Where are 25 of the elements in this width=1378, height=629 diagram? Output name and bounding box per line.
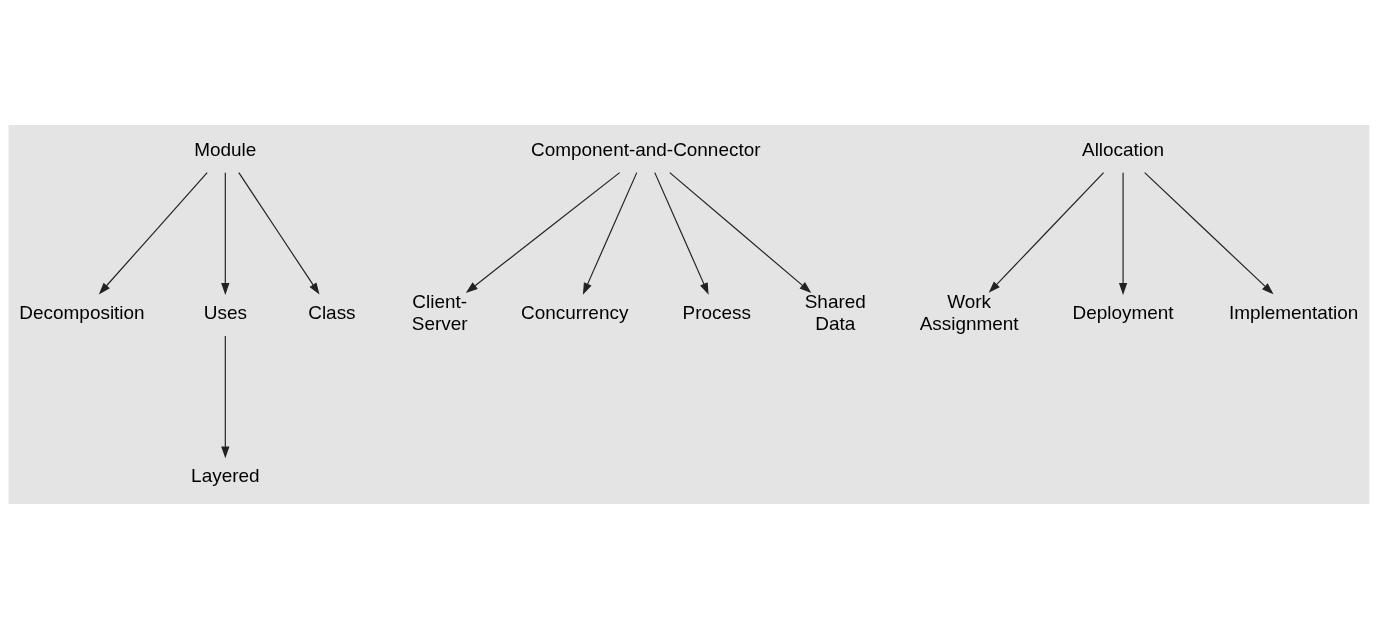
arrow [238,172,320,295]
arrow [988,172,1105,293]
arrow [669,172,812,293]
node-text: Work Assignment [919,291,1019,334]
arrow [221,172,230,295]
node-text: Concurrency [521,302,629,323]
node-text: Implementation [1228,302,1359,323]
node-text: Uses [203,302,247,323]
node-text: Component-and-Connector [531,138,761,160]
node-text: Allocation [1082,138,1165,160]
arrow [1144,172,1274,295]
arrow [1118,172,1128,295]
node-text: Module [194,138,257,160]
arrow [654,172,709,295]
arrow [98,172,208,295]
node-text: Client-Server [411,291,468,334]
node-text: Shared Data [804,291,866,334]
arrow [582,172,638,295]
node-text: Deployment [1072,302,1174,323]
node-text: Layered [191,465,260,487]
arrow [465,172,621,293]
arrow [221,335,230,459]
node-text: Decomposition [19,302,145,323]
node-text: Process [682,302,752,323]
node-text: Class [308,302,356,323]
